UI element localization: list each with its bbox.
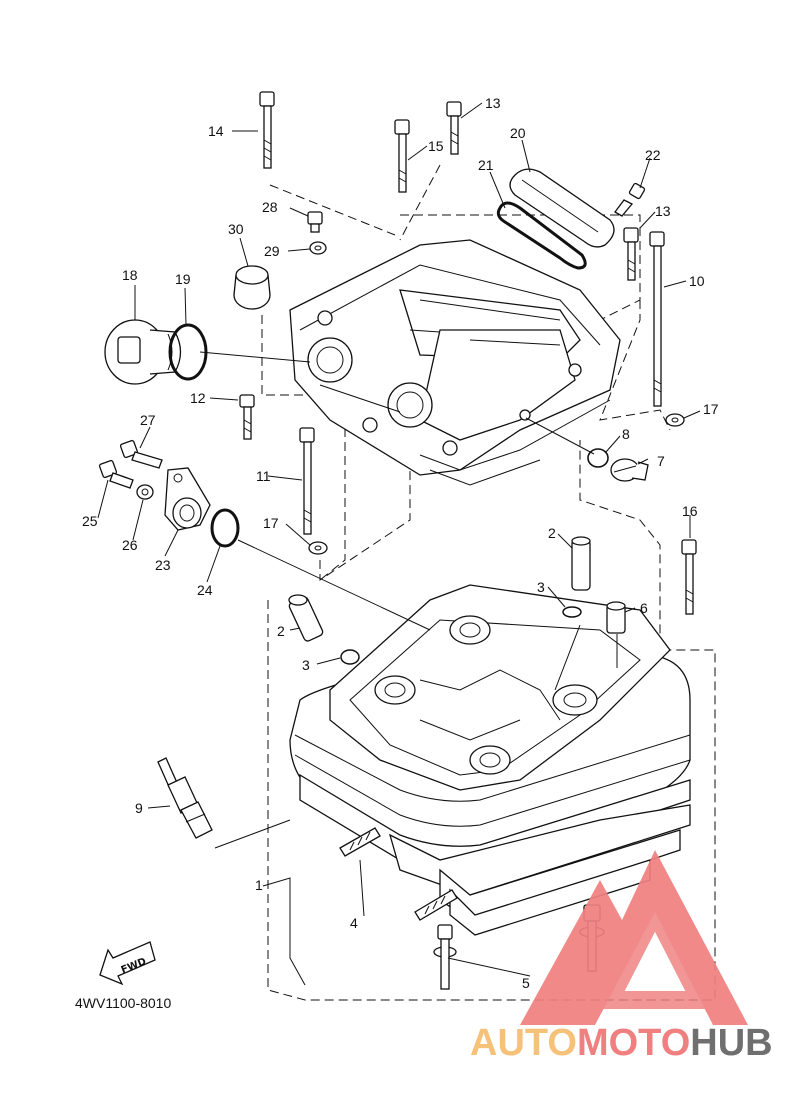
cap-7: [610, 458, 649, 482]
callout-19: 19: [175, 271, 191, 287]
watermark-logo: [520, 850, 748, 1025]
callout-17-left: 17: [263, 515, 279, 531]
callout-27: 27: [140, 412, 156, 428]
callout-17-right: 17: [703, 401, 719, 417]
callout-29: 29: [264, 243, 280, 259]
o-ring-24: [210, 508, 240, 548]
callout-20: 20: [510, 125, 526, 141]
leader-lines: [97, 102, 701, 986]
callout-2-right: 2: [548, 525, 556, 541]
callout-4: 4: [350, 915, 358, 931]
bracket-23: [164, 467, 211, 531]
stud-4-upper: [339, 827, 381, 857]
callout-3-right: 3: [537, 579, 545, 595]
watermark-hub: HUB: [690, 1022, 772, 1064]
callout-labels: 1 2 2 3 3 4 5 6 7 8 9 10 11 12 13 13 14 …: [82, 95, 719, 991]
watermark-auto: AUTO: [470, 1022, 577, 1064]
callout-3-left: 3: [302, 657, 310, 673]
callout-15: 15: [428, 138, 444, 154]
o-ring-8: [587, 448, 609, 468]
bolt-13-right: [623, 227, 639, 281]
clip-3-right: [562, 606, 582, 618]
callout-28: 28: [262, 199, 278, 215]
cylinder-head: [289, 584, 691, 936]
bolt-13-top: [446, 101, 462, 155]
watermark-moto: MOTO: [577, 1022, 690, 1064]
callout-8: 8: [622, 426, 630, 442]
bolt-11: [299, 427, 315, 535]
callout-9: 9: [135, 800, 143, 816]
washer-17-right: [665, 413, 685, 427]
valve-guide-2-right: [571, 536, 591, 591]
washer-26: [136, 484, 154, 500]
bolt-22: [614, 182, 646, 217]
callout-2-left: 2: [277, 623, 285, 639]
washer-17-left: [308, 541, 328, 555]
bolt-27: [119, 439, 163, 469]
callout-12: 12: [190, 390, 206, 406]
callout-21: 21: [478, 157, 494, 173]
callout-6: 6: [640, 600, 648, 616]
callout-30: 30: [228, 221, 244, 237]
callout-24: 24: [197, 582, 213, 598]
drawing-code: 4WV1100-8010: [75, 995, 171, 1011]
bolt-12: [239, 394, 255, 440]
callout-23: 23: [155, 557, 171, 573]
callout-11: 11: [256, 468, 271, 484]
bolt-5-left: [433, 924, 457, 990]
callout-13-right: 13: [655, 203, 671, 219]
o-ring-21: [496, 201, 587, 270]
callout-25: 25: [82, 513, 98, 529]
clip-3-left: [340, 649, 360, 665]
callout-7: 7: [657, 453, 665, 469]
bolt-16: [681, 539, 697, 615]
callout-26: 26: [122, 537, 138, 553]
spark-plug-9: [157, 757, 213, 839]
callout-16: 16: [682, 503, 698, 519]
bolt-28: [307, 211, 323, 233]
fwd-arrow-icon: [99, 941, 156, 986]
watermark-text: AUTOMOTOHUB: [470, 1022, 773, 1064]
stud-4-lower: [414, 889, 458, 921]
gasket-20: [509, 168, 615, 248]
bolt-10: [649, 231, 665, 407]
callout-14: 14: [208, 123, 224, 139]
bolt-25: [98, 459, 134, 489]
callout-13-top: 13: [485, 95, 501, 111]
valve-guide-2-left: [288, 594, 324, 642]
bolt-15: [394, 119, 410, 193]
o-ring-19: [168, 323, 208, 381]
plug-6: [606, 601, 626, 634]
cylinder-head-cover: [289, 239, 621, 486]
bolt-14: [259, 91, 275, 169]
callout-18: 18: [122, 267, 138, 283]
washer-29: [309, 241, 327, 255]
callout-1: 1: [255, 877, 263, 893]
callout-5: 5: [522, 975, 530, 991]
callout-22: 22: [645, 147, 661, 163]
collar-30: [233, 265, 271, 310]
callout-10: 10: [689, 273, 705, 289]
